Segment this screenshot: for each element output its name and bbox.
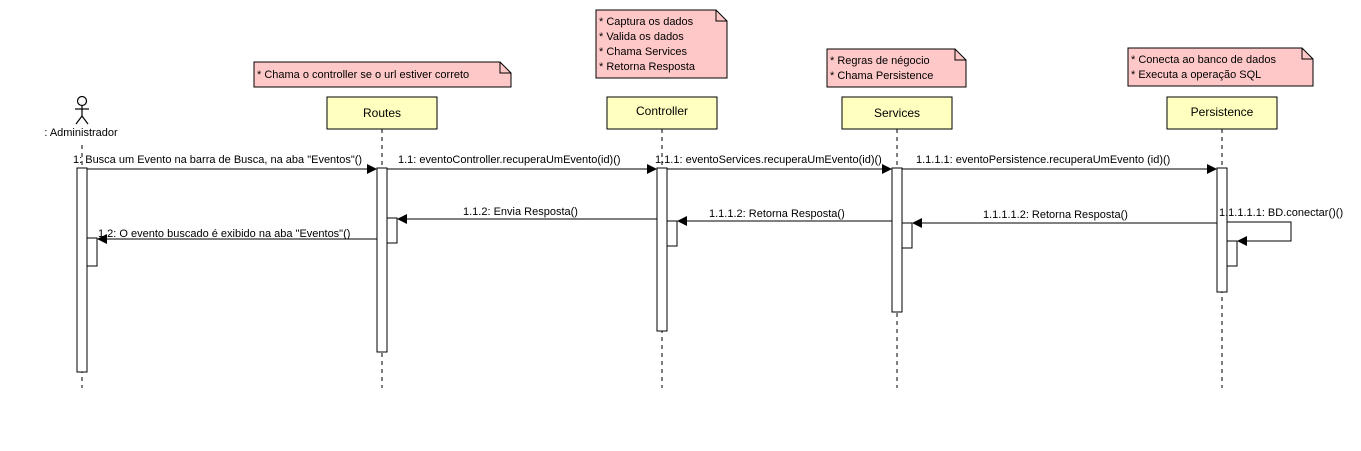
routes-label: Routes <box>363 106 401 120</box>
services-activation-nested <box>901 222 913 249</box>
controller-note-line: * Chama Services <box>599 46 688 58</box>
actor-activation <box>76 167 88 373</box>
services-note-line: * Regras de négocio <box>830 55 930 67</box>
persistence-box[interactable]: Persistence <box>1166 96 1278 130</box>
services-note: * Regras de négocio * Chama Persistence <box>826 48 967 88</box>
message-1-1-label: 1.1: eventoController.recuperaUmEvento(i… <box>398 154 621 166</box>
controller-note-line: * Captura os dados <box>599 16 694 28</box>
actor-label: : Administrador <box>44 127 118 139</box>
message-1-2-label: 1.2: O evento buscado é exibido na aba "… <box>98 228 350 240</box>
controller-box[interactable]: Controller <box>606 96 718 130</box>
persistence-activation-nested <box>1226 240 1238 267</box>
routes-activation-nested <box>386 217 398 244</box>
controller-note-line: * Retorna Resposta <box>599 61 696 73</box>
message-1-1-1-1-label: 1.1.1.1: eventoPersistence.recuperaUmEve… <box>916 154 1170 166</box>
persistence-note-line: * Conecta ao banco de dados <box>1131 54 1276 66</box>
controller-note-line: * Valida os dados <box>599 31 684 43</box>
persistence-note: * Conecta ao banco de dados * Executa a … <box>1127 47 1314 87</box>
controller-activation-nested <box>666 220 678 247</box>
routes-note-line: * Chama o controller se o url estiver co… <box>257 69 469 81</box>
message-1-1-1-1-2-label: 1.1.1.1.2: Retorna Resposta() <box>983 209 1128 221</box>
message-1-1-1-1-1-arrow <box>1227 221 1292 246</box>
controller-label: Controller <box>636 104 688 118</box>
services-label: Services <box>874 106 920 120</box>
actor-administrador[interactable] <box>75 95 89 125</box>
services-activation <box>891 167 903 313</box>
routes-activation <box>376 167 388 353</box>
persistence-label: Persistence <box>1191 105 1254 119</box>
services-box[interactable]: Services <box>841 96 953 130</box>
controller-activation <box>656 167 668 332</box>
actor-activation-nested <box>86 237 98 267</box>
routes-box[interactable]: Routes <box>326 96 438 130</box>
persistence-activation <box>1216 167 1228 293</box>
message-1-1-2-label: 1.1.2: Envia Resposta() <box>463 206 578 218</box>
routes-note: * Chama o controller se o url estiver co… <box>253 61 512 88</box>
message-1-label: 1: Busca um Evento na barra de Busca, na… <box>73 154 362 166</box>
message-1-1-1-label: 1.1.1: eventoServices.recuperaUmEvento(i… <box>655 154 882 166</box>
services-note-line: * Chama Persistence <box>830 70 933 82</box>
persistence-note-line: * Executa a operação SQL <box>1131 69 1261 81</box>
message-1-1-1-2-label: 1.1.1.2: Retorna Resposta() <box>709 208 845 220</box>
actor-head <box>76 95 88 107</box>
message-1-1-1-1-1-label: 1.1.1.1.1: BD.conectar()() <box>1219 207 1343 219</box>
controller-note: * Captura os dados * Valida os dados * C… <box>595 9 728 79</box>
